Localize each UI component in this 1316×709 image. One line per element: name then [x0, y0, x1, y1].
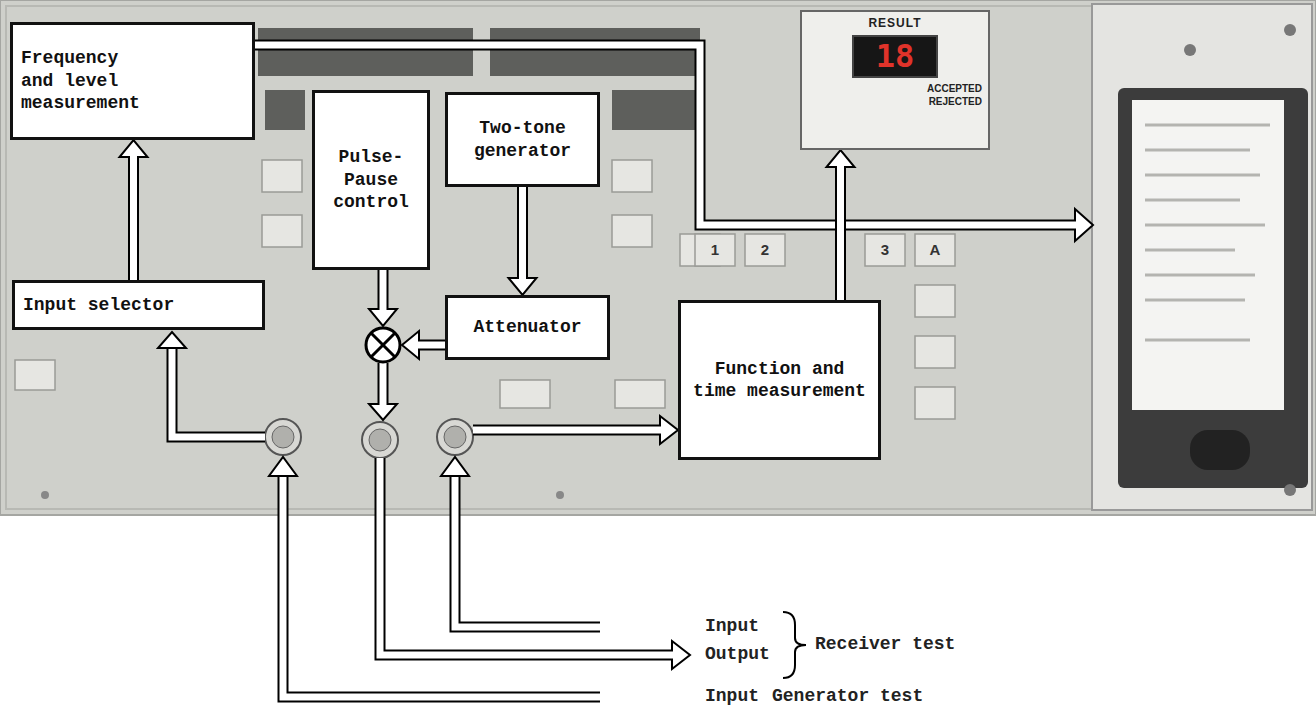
- key-label: A: [930, 241, 941, 259]
- measurement-box: Function and time measurement: [678, 300, 881, 460]
- node-text: Frequency and level measurement: [21, 47, 156, 115]
- attenuator-box: Attenuator: [445, 295, 610, 360]
- control-box: Pulse-Pause control: [312, 90, 430, 270]
- measurement-box: Frequency and level measurement: [10, 22, 255, 140]
- node-text: 18: [876, 39, 915, 74]
- key-label: 2: [761, 241, 769, 259]
- node-text: Two-tone generator: [456, 117, 589, 162]
- port-label: Generator test: [772, 686, 923, 708]
- result-display: RESULT 18ACCEPTEDREJECTED: [800, 10, 990, 150]
- port-label: Receiver test: [815, 634, 955, 656]
- key-label: 3: [881, 241, 889, 259]
- port-label: Input: [705, 686, 759, 708]
- node-text: ACCEPTED: [927, 82, 982, 95]
- node-text: REJECTED: [929, 95, 982, 108]
- signal-arrow: [120, 140, 148, 280]
- selector-box: Input selector: [12, 280, 265, 330]
- key-label: 1: [711, 241, 719, 259]
- generator-box: Two-tone generator: [445, 92, 600, 187]
- node-text: Function and time measurement: [689, 358, 870, 403]
- port-label: Output: [705, 644, 770, 666]
- signal-arrow: [509, 187, 537, 295]
- port-label: Input: [705, 616, 759, 638]
- node-text: Pulse-Pause control: [323, 146, 419, 214]
- node-text: Input selector: [23, 294, 174, 317]
- signal-arrow: [827, 150, 855, 300]
- node-text: Attenuator: [473, 316, 581, 339]
- digit-display: 18: [852, 35, 939, 78]
- node-text: RESULT: [868, 16, 921, 31]
